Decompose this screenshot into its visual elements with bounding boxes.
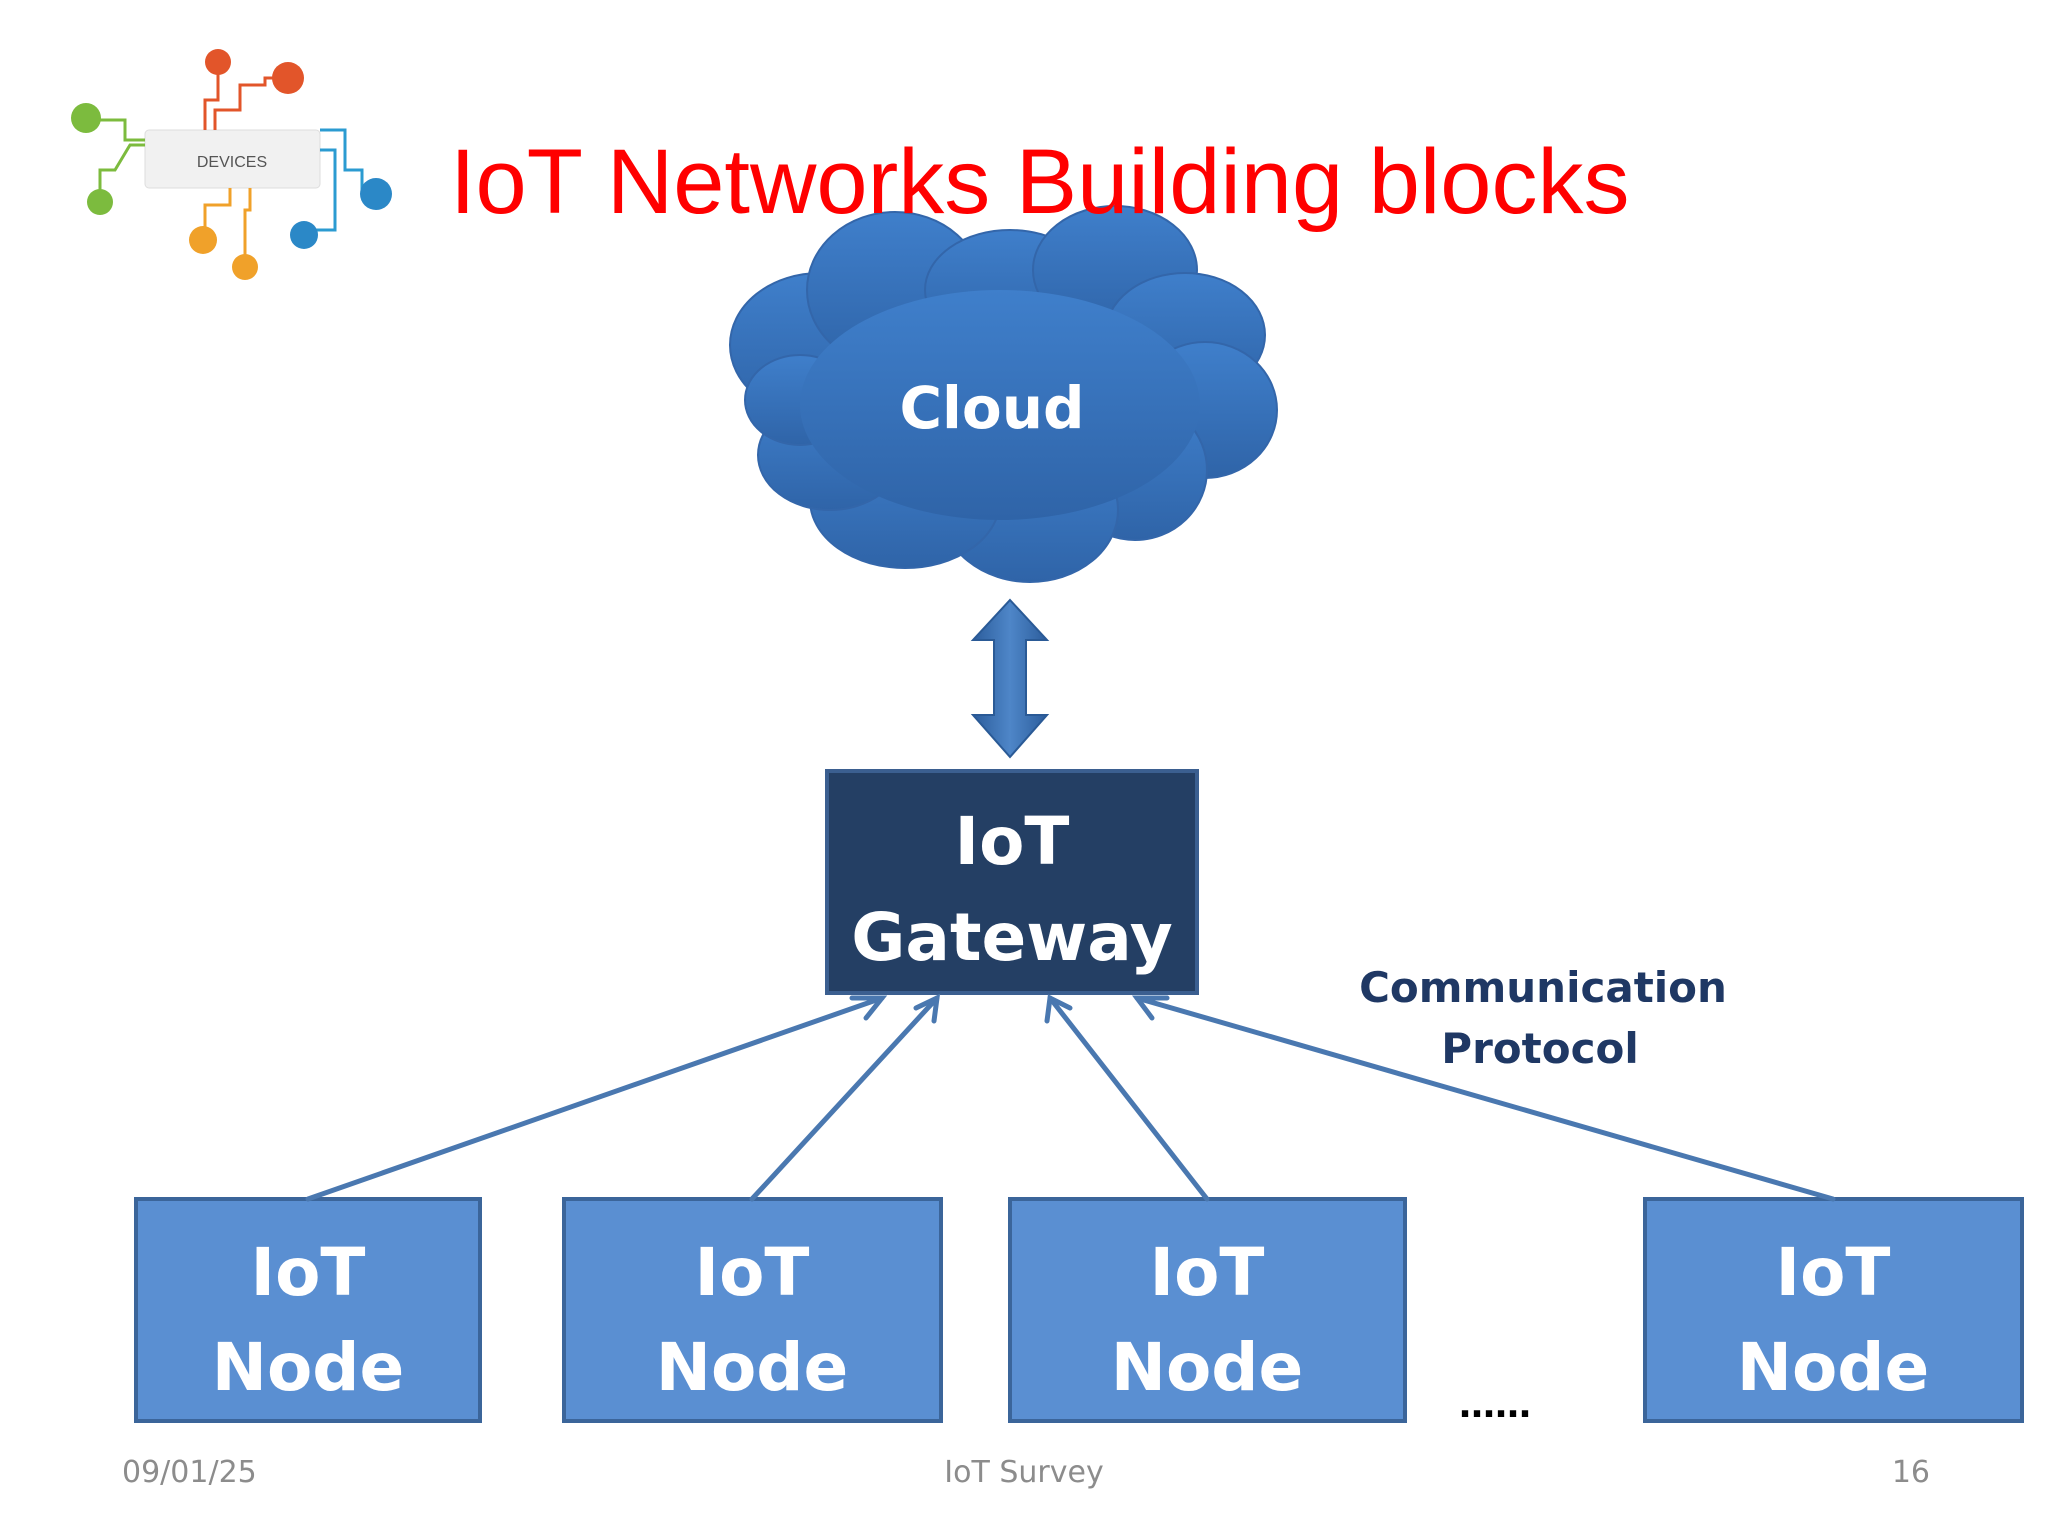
- node-1-label-line1: IoT: [251, 1234, 366, 1311]
- arrow-node2-to-gateway: [749, 993, 941, 1202]
- arrow-node1-to-gateway: [305, 995, 888, 1202]
- arrow-node3-to-gateway: [1044, 994, 1210, 1202]
- node-3-label-line1: IoT: [1150, 1234, 1265, 1311]
- node-1-label-line2: Node: [212, 1329, 405, 1406]
- logo-label-box: [144, 129, 321, 189]
- footer-page-number: 16: [1891, 1455, 1930, 1490]
- gateway-label-line1: IoT: [955, 803, 1070, 880]
- node-3-label-line2: Node: [1111, 1329, 1304, 1406]
- wifi-icon: [71, 103, 101, 133]
- devices-logo: DEVICES: [71, 49, 392, 280]
- node-box-1: [134, 1197, 482, 1423]
- chat-icon: [290, 221, 318, 249]
- logo-label: DEVICES: [197, 154, 267, 171]
- gateway-label-line2: Gateway: [851, 899, 1173, 976]
- gateway-box: [825, 769, 1199, 995]
- tablet-icon: [232, 254, 258, 280]
- node-4-label-line2: Node: [1737, 1329, 1930, 1406]
- cloud-shape: [729, 205, 1278, 583]
- monitor-icon: [189, 226, 217, 254]
- node-box-3: [1008, 1197, 1407, 1423]
- search-icon: [205, 49, 231, 75]
- protocol-label-line1: Communication: [1359, 963, 1727, 1012]
- slide-title: IoT Networks Building blocks: [450, 131, 1630, 233]
- node-box-4: [1643, 1197, 2024, 1423]
- protocol-label-line2: Protocol: [1441, 1024, 1638, 1073]
- cloud-label: Cloud: [899, 374, 1084, 442]
- footer-title: IoT Survey: [944, 1455, 1104, 1490]
- phone-icon: [87, 189, 113, 215]
- node-box-2: [562, 1197, 943, 1423]
- settings-icon: [360, 178, 392, 210]
- ellipsis-label: ……: [1459, 1385, 1531, 1426]
- footer-date: 09/01/25: [122, 1455, 257, 1490]
- node-4-label-line1: IoT: [1776, 1234, 1891, 1311]
- gear-icon: [272, 62, 304, 94]
- node-2-label-line1: IoT: [695, 1234, 810, 1311]
- cloud-gateway-double-arrow: [970, 598, 1050, 759]
- node-2-label-line2: Node: [656, 1329, 849, 1406]
- arrow-node4-to-gateway: [1132, 995, 1836, 1202]
